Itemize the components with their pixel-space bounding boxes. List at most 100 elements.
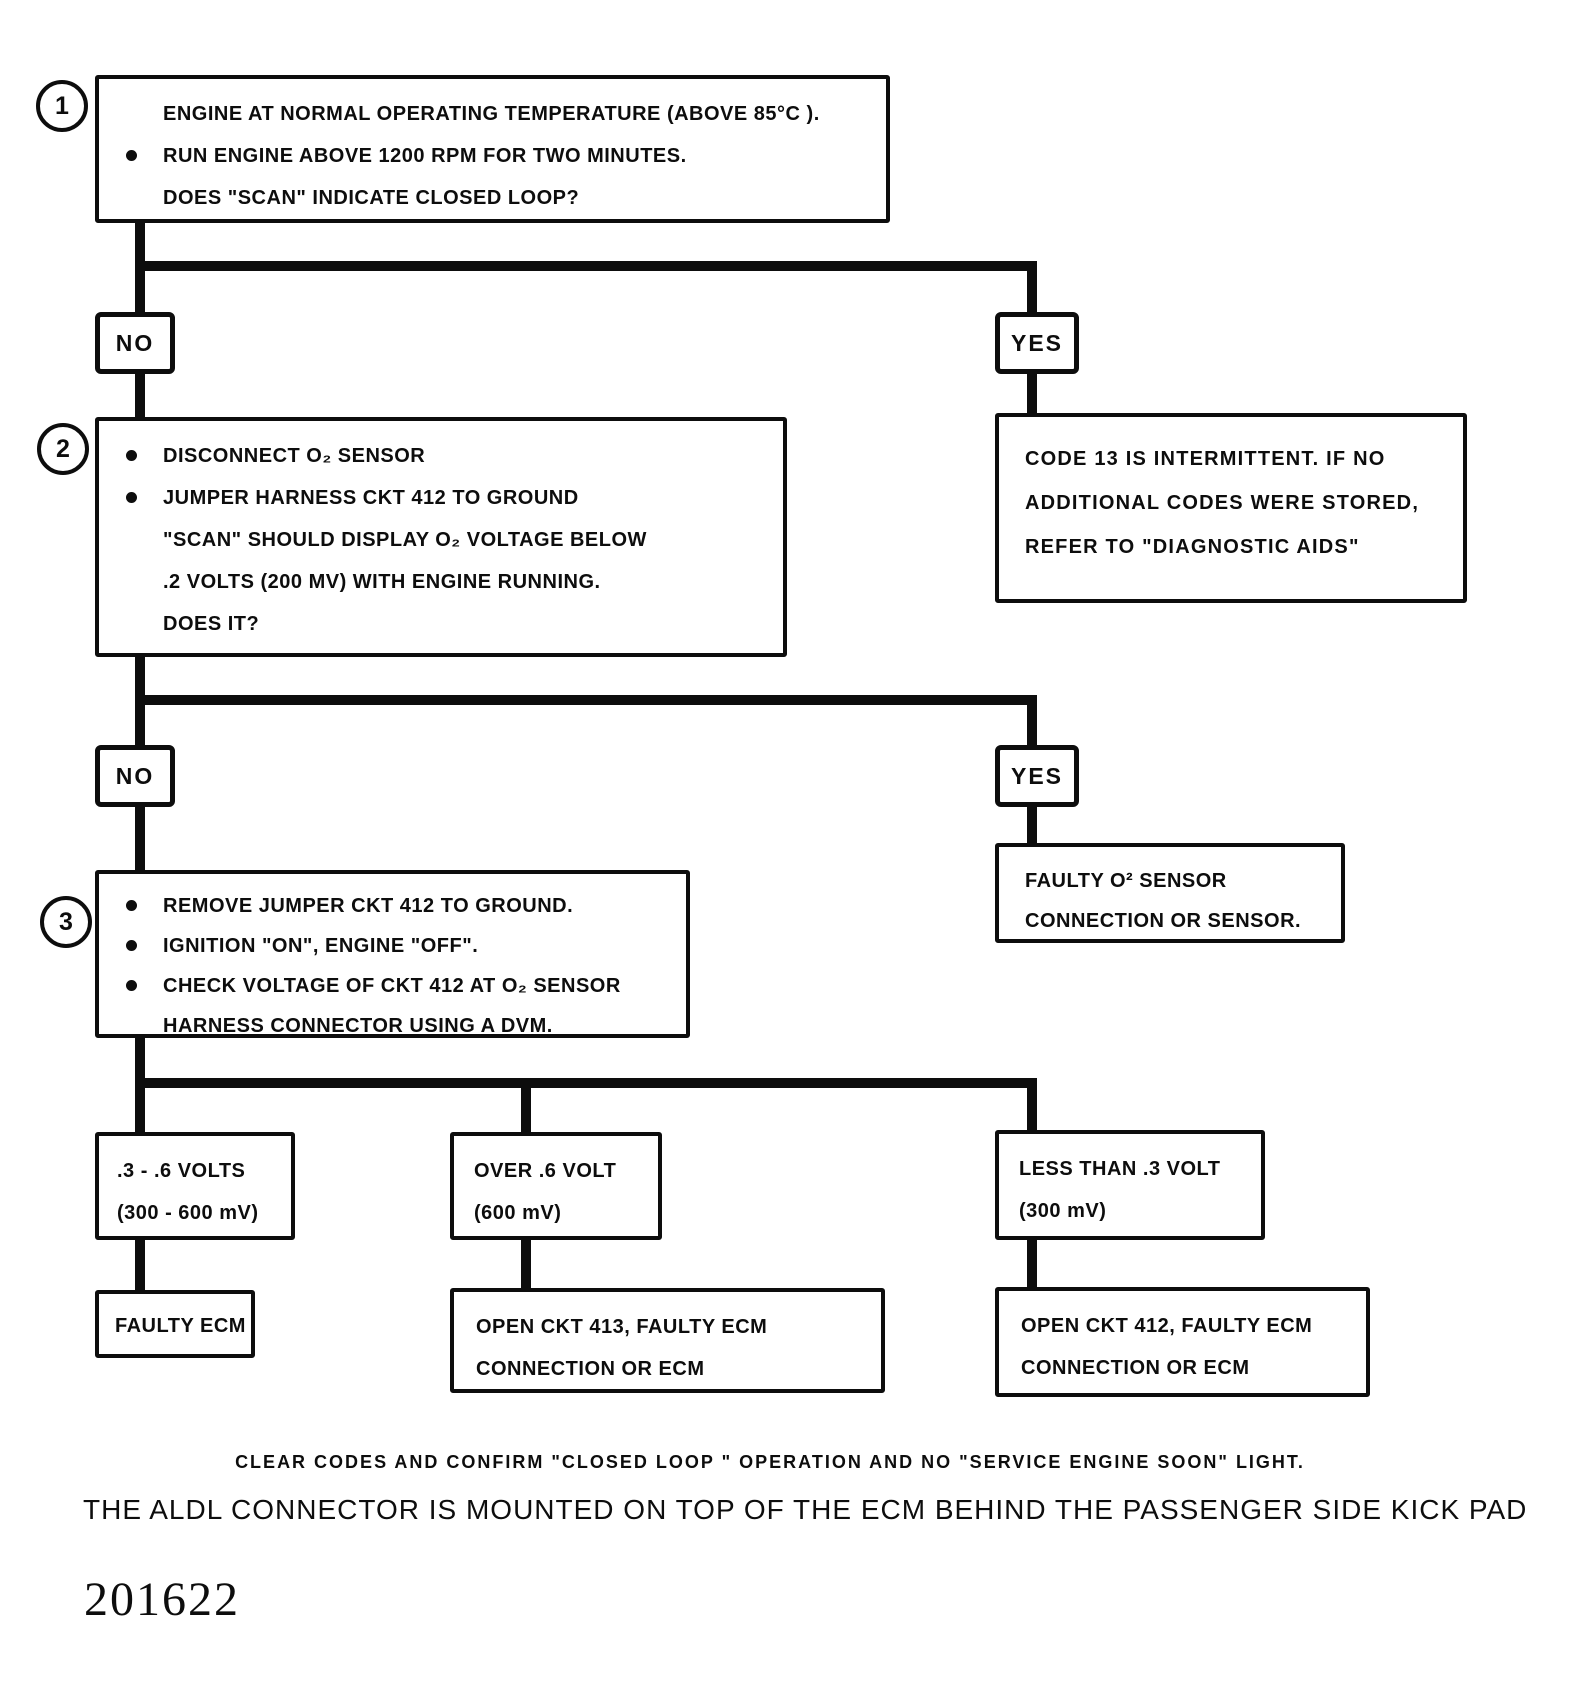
connector-line bbox=[521, 1240, 531, 1288]
outcome-faulty-o2-line: FAULTY O² SENSOR bbox=[999, 861, 1341, 901]
voltage-line: (600 mV) bbox=[454, 1192, 658, 1234]
result-box-faulty-ecm: FAULTY ECM bbox=[95, 1290, 255, 1358]
decision1-line1-text: ENGINE AT NORMAL OPERATING TEMPERATURE (… bbox=[163, 103, 820, 125]
figure-number: 201622 bbox=[84, 1573, 240, 1626]
voltage-box-over-600: OVER .6 VOLT (600 mV) bbox=[450, 1132, 662, 1240]
connector-line bbox=[1027, 374, 1037, 413]
decision2-line: "SCAN" SHOULD DISPLAY O₂ VOLTAGE BELOW bbox=[99, 519, 783, 561]
footer-aldl-note: THE ALDL CONNECTOR IS MOUNTED ON TOP OF … bbox=[83, 1494, 1528, 1525]
connector-line bbox=[135, 695, 1037, 705]
step-number-3: 3 bbox=[59, 907, 73, 936]
voltage-line: LESS THAN .3 VOLT bbox=[999, 1148, 1261, 1190]
outcome-code13-line: CODE 13 IS INTERMITTENT. IF NO bbox=[999, 437, 1463, 481]
decision2-line: DISCONNECT O₂ SENSOR bbox=[99, 435, 783, 477]
voltage-line: (300 - 600 mV) bbox=[99, 1192, 291, 1234]
voltage-over-600-line2-text: (600 mV) bbox=[474, 1202, 562, 1224]
result-open-412-line2-text: CONNECTION OR ECM bbox=[1021, 1357, 1250, 1379]
result-box-open-ckt-413: OPEN CKT 413, FAULTY ECM CONNECTION OR E… bbox=[450, 1288, 885, 1393]
branch1-no-tag: NO bbox=[95, 312, 175, 374]
result-line: OPEN CKT 413, FAULTY ECM bbox=[454, 1306, 881, 1348]
voltage-300-600-line1-text: .3 - .6 VOLTS bbox=[117, 1160, 246, 1182]
voltage-line: (300 mV) bbox=[999, 1190, 1261, 1232]
result-line: FAULTY ECM bbox=[99, 1306, 251, 1346]
step-number-badge-2: 2 bbox=[37, 423, 89, 475]
branch2-no-label: NO bbox=[115, 762, 155, 789]
decision1-line3-text: DOES "SCAN" INDICATE CLOSED LOOP? bbox=[163, 187, 580, 209]
connector-line bbox=[135, 1038, 145, 1088]
decision-box-1: ENGINE AT NORMAL OPERATING TEMPERATURE (… bbox=[95, 75, 890, 223]
connector-line bbox=[135, 374, 145, 417]
outcome-code13-line: ADDITIONAL CODES WERE STORED, bbox=[999, 481, 1463, 525]
branch1-no-label: NO bbox=[115, 329, 155, 356]
step-number-badge-1: 1 bbox=[36, 80, 88, 132]
connector-line bbox=[1027, 1088, 1037, 1130]
result-open-412-line1-text: OPEN CKT 412, FAULTY ECM bbox=[1021, 1315, 1313, 1337]
decision2-line: DOES IT? bbox=[99, 603, 783, 645]
bullet-icon bbox=[126, 900, 137, 911]
bullet-icon bbox=[126, 450, 137, 461]
decision1-line: RUN ENGINE ABOVE 1200 RPM FOR TWO MINUTE… bbox=[99, 135, 886, 177]
outcome-code13-box: CODE 13 IS INTERMITTENT. IF NO ADDITIONA… bbox=[995, 413, 1467, 603]
decision3-line: CHECK VOLTAGE OF CKT 412 AT O₂ SENSOR bbox=[99, 966, 686, 1006]
decision-box-3: REMOVE JUMPER CKT 412 TO GROUND. IGNITIO… bbox=[95, 870, 690, 1038]
step-number-1: 1 bbox=[55, 91, 69, 120]
bullet-icon bbox=[126, 980, 137, 991]
result-faulty-ecm-text: FAULTY ECM bbox=[115, 1315, 246, 1337]
connector-line bbox=[1027, 807, 1037, 843]
voltage-less-300-line2-text: (300 mV) bbox=[1019, 1200, 1107, 1222]
step-number-badge-3: 3 bbox=[40, 896, 92, 948]
decision3-line1-text: REMOVE JUMPER CKT 412 TO GROUND. bbox=[163, 895, 574, 917]
outcome-faulty-o2-line1-text: FAULTY O² SENSOR bbox=[1025, 870, 1227, 892]
decision-box-2: DISCONNECT O₂ SENSOR JUMPER HARNESS CKT … bbox=[95, 417, 787, 657]
outcome-faulty-o2-line: CONNECTION OR SENSOR. bbox=[999, 901, 1341, 941]
result-line: CONNECTION OR ECM bbox=[999, 1347, 1366, 1389]
connector-line bbox=[135, 261, 1037, 271]
bullet-icon bbox=[126, 150, 137, 161]
voltage-less-300-line1-text: LESS THAN .3 VOLT bbox=[1019, 1158, 1221, 1180]
decision3-line3-text: CHECK VOLTAGE OF CKT 412 AT O₂ SENSOR bbox=[163, 975, 621, 997]
voltage-line: .3 - .6 VOLTS bbox=[99, 1150, 291, 1192]
connector-line bbox=[521, 1088, 531, 1132]
decision2-line5-text: DOES IT? bbox=[163, 613, 260, 635]
outcome-code13-line3-text: REFER TO "DIAGNOSTIC AIDS" bbox=[1025, 536, 1360, 558]
decision2-line4-text: .2 VOLTS (200 MV) WITH ENGINE RUNNING. bbox=[163, 571, 601, 593]
outcome-faulty-o2-line2-text: CONNECTION OR SENSOR. bbox=[1025, 910, 1302, 932]
voltage-line: OVER .6 VOLT bbox=[454, 1150, 658, 1192]
branch1-yes-label: YES bbox=[1010, 329, 1064, 356]
result-line: CONNECTION OR ECM bbox=[454, 1348, 881, 1390]
decision2-line: .2 VOLTS (200 MV) WITH ENGINE RUNNING. bbox=[99, 561, 783, 603]
voltage-300-600-line2-text: (300 - 600 mV) bbox=[117, 1202, 259, 1224]
decision3-line: REMOVE JUMPER CKT 412 TO GROUND. bbox=[99, 886, 686, 926]
connector-line bbox=[135, 1088, 145, 1132]
decision1-line: DOES "SCAN" INDICATE CLOSED LOOP? bbox=[99, 177, 886, 219]
bullet-icon bbox=[126, 492, 137, 503]
branch2-yes-label: YES bbox=[1010, 762, 1064, 789]
step-number-2: 2 bbox=[56, 434, 70, 463]
outcome-code13-line: REFER TO "DIAGNOSTIC AIDS" bbox=[999, 525, 1463, 569]
branch2-no-tag: NO bbox=[95, 745, 175, 807]
connector-line bbox=[135, 1078, 1037, 1088]
decision2-line2-text: JUMPER HARNESS CKT 412 TO GROUND bbox=[163, 487, 579, 509]
decision3-line2-text: IGNITION "ON", ENGINE "OFF". bbox=[163, 935, 479, 957]
decision1-line2-text: RUN ENGINE ABOVE 1200 RPM FOR TWO MINUTE… bbox=[163, 145, 687, 167]
footer-clear-codes-note: CLEAR CODES AND CONFIRM "CLOSED LOOP " O… bbox=[235, 1452, 1305, 1472]
voltage-box-less-300: LESS THAN .3 VOLT (300 mV) bbox=[995, 1130, 1265, 1240]
result-box-open-ckt-412: OPEN CKT 412, FAULTY ECM CONNECTION OR E… bbox=[995, 1287, 1370, 1397]
voltage-box-300-600: .3 - .6 VOLTS (300 - 600 mV) bbox=[95, 1132, 295, 1240]
bullet-icon bbox=[126, 940, 137, 951]
decision3-line: IGNITION "ON", ENGINE "OFF". bbox=[99, 926, 686, 966]
decision2-line3-text: "SCAN" SHOULD DISPLAY O₂ VOLTAGE BELOW bbox=[163, 529, 647, 551]
decision3-line4-text: HARNESS CONNECTOR USING A DVM. bbox=[163, 1015, 553, 1037]
branch2-yes-tag: YES bbox=[995, 745, 1079, 807]
connector-line bbox=[1027, 705, 1037, 745]
outcome-code13-line1-text: CODE 13 IS INTERMITTENT. IF NO bbox=[1025, 448, 1386, 470]
decision2-line1-text: DISCONNECT O₂ SENSOR bbox=[163, 445, 426, 467]
connector-line bbox=[135, 807, 145, 870]
decision1-line: ENGINE AT NORMAL OPERATING TEMPERATURE (… bbox=[99, 93, 886, 135]
voltage-over-600-line1-text: OVER .6 VOLT bbox=[474, 1160, 617, 1182]
result-open-413-line1-text: OPEN CKT 413, FAULTY ECM bbox=[476, 1316, 768, 1338]
decision2-line: JUMPER HARNESS CKT 412 TO GROUND bbox=[99, 477, 783, 519]
connector-line bbox=[1027, 271, 1037, 312]
result-line: OPEN CKT 412, FAULTY ECM bbox=[999, 1305, 1366, 1347]
